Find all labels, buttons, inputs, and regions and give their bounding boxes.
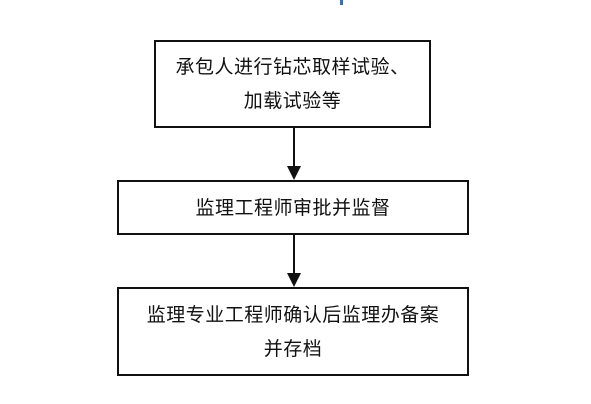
- step-text-confirm-archive: 监理专业工程师确认后监理办备案并存档: [146, 303, 440, 360]
- step-text-sampling-test: 承包人进行钻芯取样试验、加载试验等: [175, 56, 410, 112]
- step-box-sampling-test: 承包人进行钻芯取样试验、加载试验等: [154, 40, 431, 128]
- step-box-approval-supervision: 监理工程师审批并监督: [117, 180, 469, 235]
- arrow-2-head: [287, 273, 301, 287]
- arrow-1-head: [287, 166, 301, 180]
- top-edge-mark: [340, 0, 343, 5]
- step-text-approval-supervision: 监理工程师审批并监督: [195, 196, 391, 219]
- step-box-confirm-archive: 监理专业工程师确认后监理办备案并存档: [117, 287, 469, 376]
